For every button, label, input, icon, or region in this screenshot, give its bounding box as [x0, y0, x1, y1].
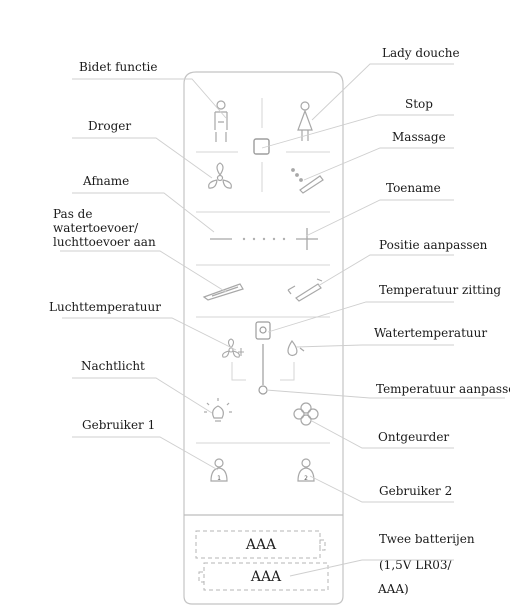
label-watertemperatuur: Watertemperatuur — [374, 326, 488, 340]
label-afname: Afname — [83, 174, 130, 188]
label-batterij-line-2: (1,5V LR03/ — [379, 558, 452, 572]
label-temperatuur-aanpassen: Temperatuur aanpassen — [376, 382, 510, 396]
nachtlicht-icon — [204, 398, 232, 422]
label-ontgeurder: Ontgeurder — [378, 430, 450, 444]
positie-icon — [287, 278, 323, 302]
thermometer-icon — [258, 344, 268, 395]
label-droger: Droger — [88, 119, 132, 133]
label-pas-de-line-1: Pas de — [53, 207, 93, 221]
stop-button-icon — [253, 138, 270, 155]
gebruiker-2-icon — [297, 458, 315, 482]
label-batterij-line-3: AAA) — [378, 582, 409, 596]
panel-separators — [196, 98, 330, 444]
label-pas-de-line-3: luchttoevoer aan — [53, 235, 156, 249]
label-gebruiker-1: Gebruiker 1 — [82, 418, 156, 432]
label-positie-aanpassen: Positie aanpassen — [379, 238, 488, 252]
label-stop: Stop — [405, 97, 433, 111]
battery-bottom — [198, 562, 329, 591]
battery-top — [195, 530, 326, 559]
label-bidet-functie: Bidet functie — [79, 60, 158, 74]
temperatuur-zitting-icon — [255, 321, 271, 340]
label-gebruiker-2: Gebruiker 2 — [379, 484, 453, 498]
gebruiker-1-number: 1 — [217, 475, 221, 482]
battery-bottom-label: AAA — [250, 569, 282, 585]
label-massage: Massage — [392, 130, 446, 144]
gebruiker-1-icon — [210, 458, 228, 482]
level-dots — [242, 237, 286, 241]
gebruiker-2-number: 2 — [304, 475, 308, 482]
toename-icon — [296, 228, 318, 250]
remote-body — [183, 71, 344, 605]
label-lady-douche: Lady douche — [382, 46, 460, 60]
label-pas-de-line-2: watertoevoer/ — [53, 221, 139, 235]
battery-top-label: AAA — [245, 537, 277, 553]
ontgeurder-icon — [293, 402, 319, 426]
label-toename: Toename — [386, 181, 441, 195]
nozzle-icon — [202, 283, 244, 301]
label-temperatuur-zitting: Temperatuur zitting — [379, 283, 502, 297]
massage-icon — [291, 168, 324, 194]
leader-lines-left — [60, 78, 237, 471]
luchttemperatuur-icon — [222, 338, 244, 358]
label-luchttemperatuur: Luchttemperatuur — [49, 300, 161, 314]
lady-douche-icon — [297, 101, 313, 141]
watertemperatuur-icon — [287, 339, 305, 357]
leader-lines-right — [261, 63, 505, 577]
label-batterij-line-1: Twee batterijen — [379, 532, 475, 546]
label-nachtlicht: Nachtlicht — [81, 359, 145, 373]
bidet-icon — [214, 100, 228, 142]
droger-icon — [208, 162, 232, 189]
